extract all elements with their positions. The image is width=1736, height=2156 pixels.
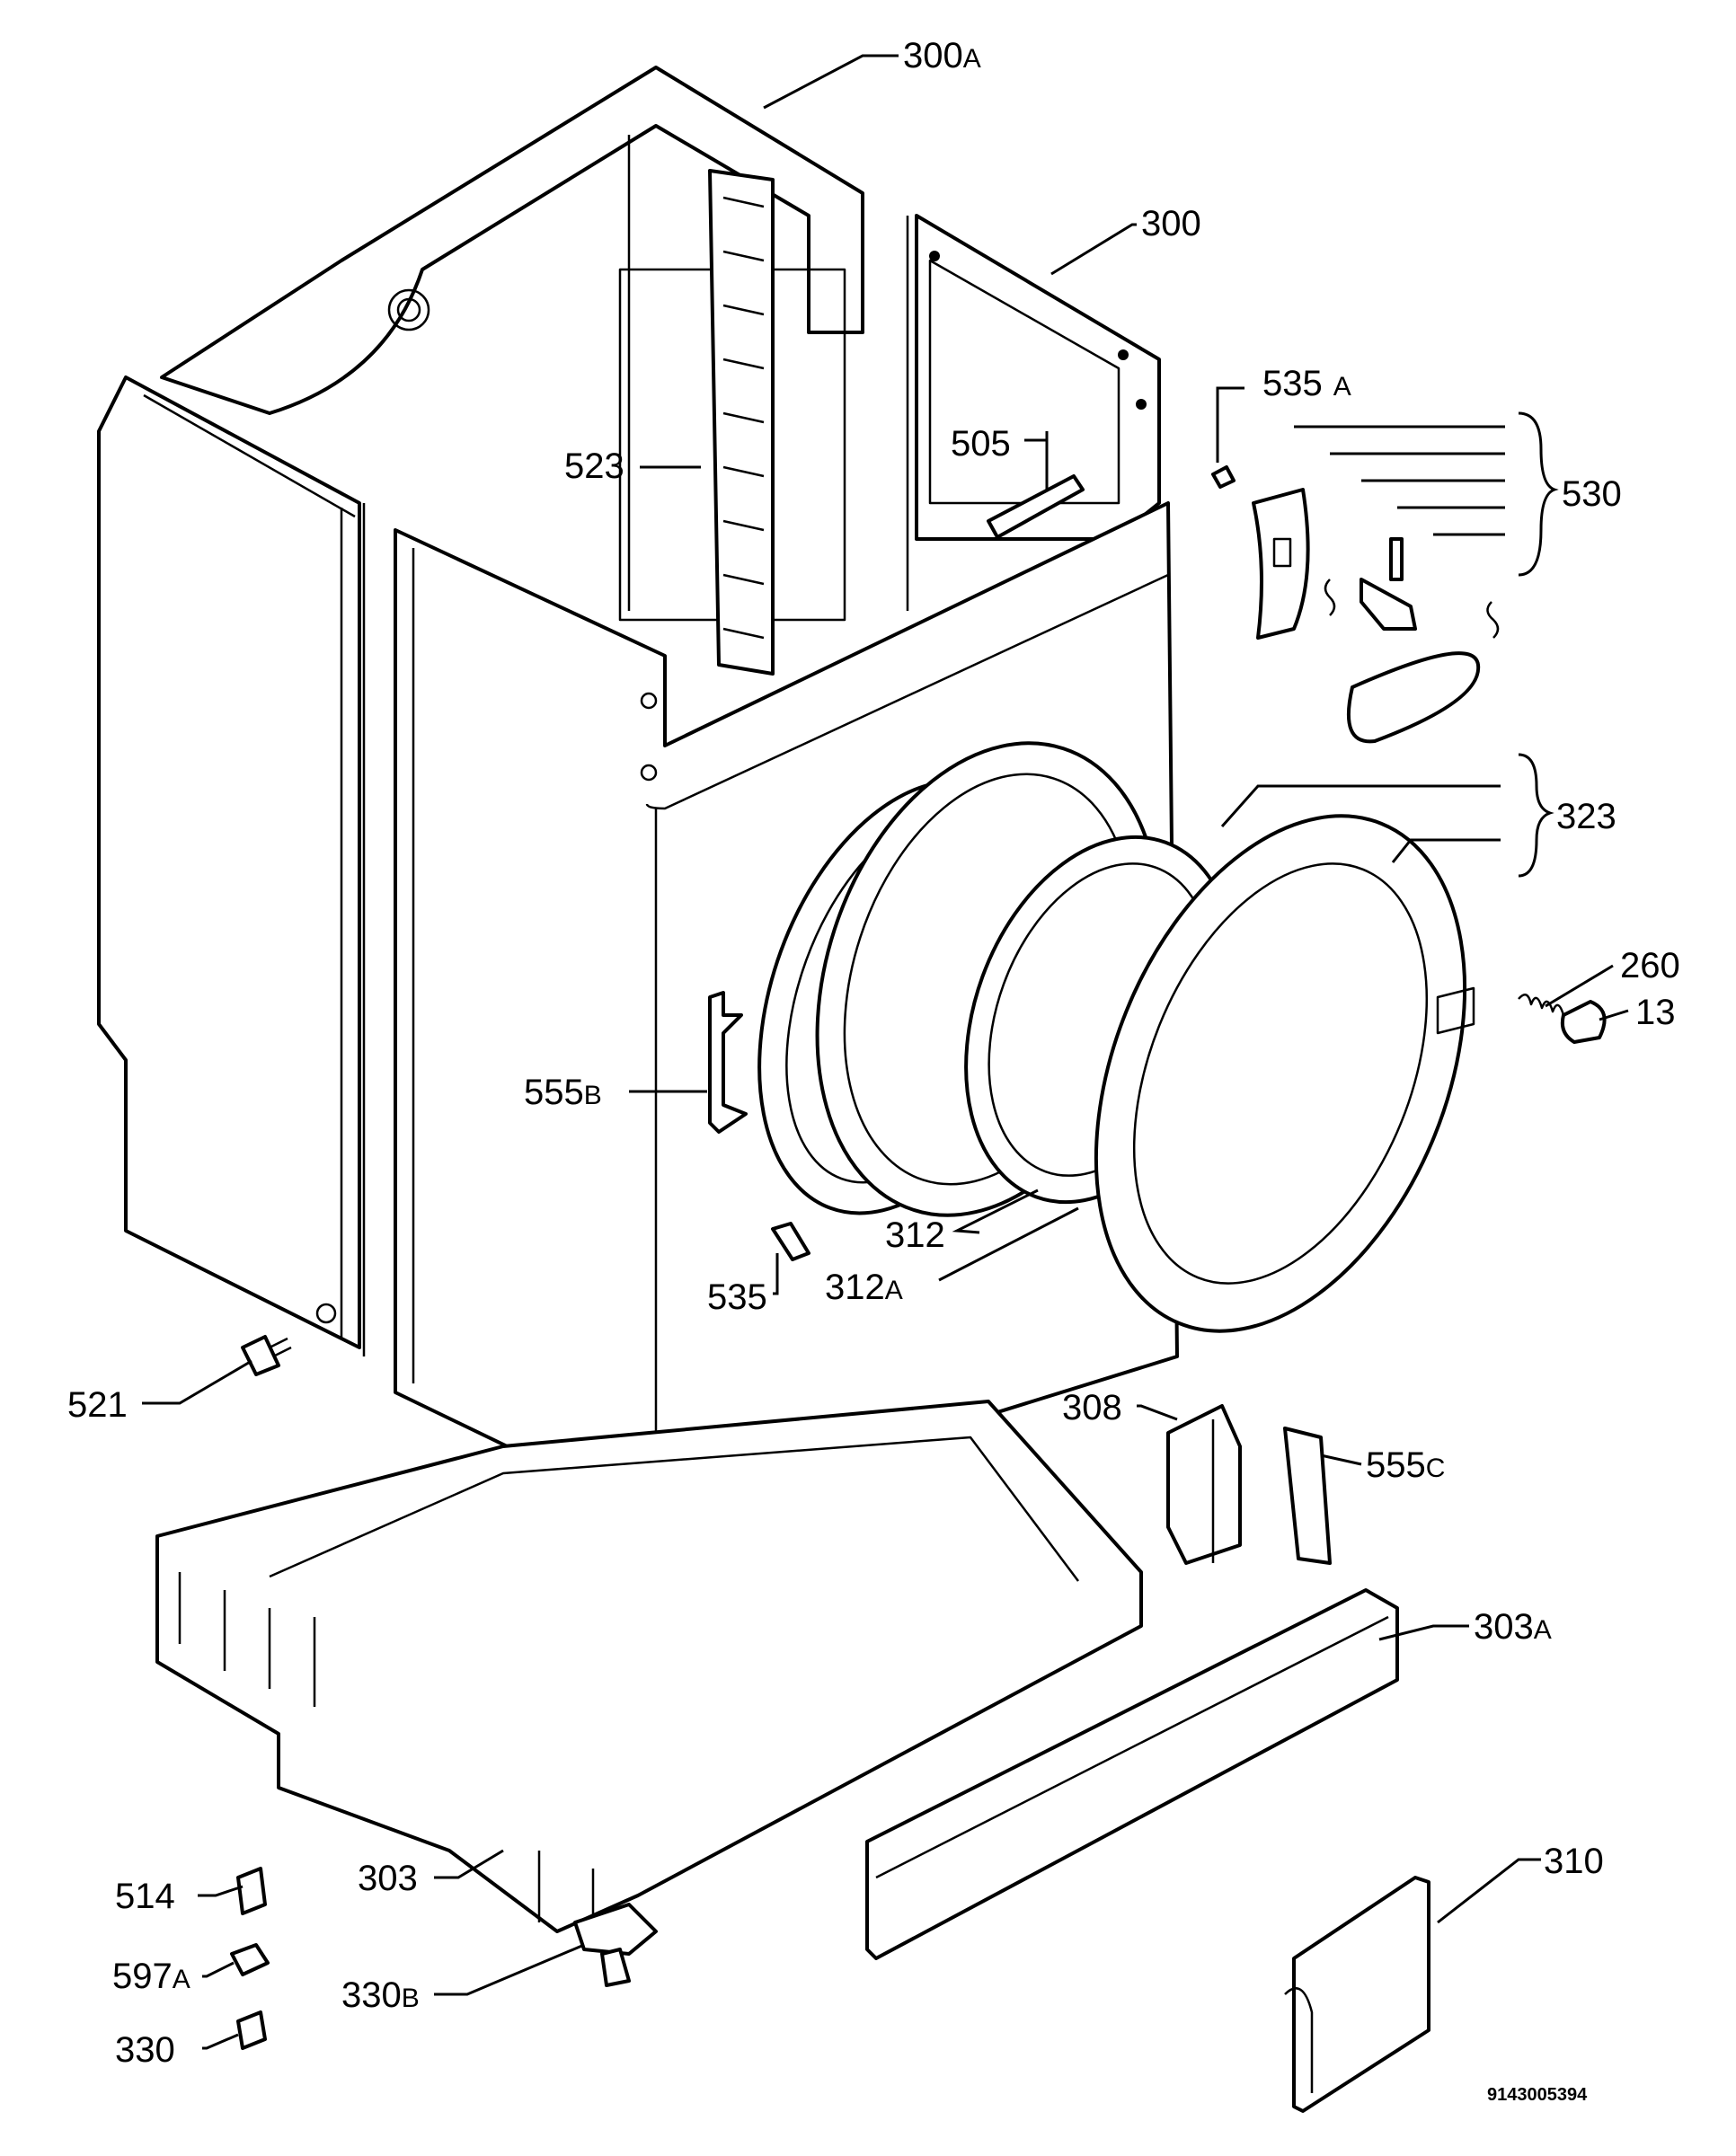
part-label-13: 13 xyxy=(1635,993,1676,1032)
part-label-312: 312 xyxy=(885,1215,945,1255)
leader-lines xyxy=(142,54,1629,2050)
kickplate-303a xyxy=(865,1588,1399,1960)
left-side-panel xyxy=(97,376,366,1356)
part-label-330b: 330B xyxy=(341,1975,420,2015)
part-label-597a: 597A xyxy=(112,1957,190,1996)
screw-521 xyxy=(241,1335,292,1376)
part-label-300a: 300A xyxy=(903,36,981,75)
hinge-308 xyxy=(1166,1404,1242,1565)
part-label-303a: 303A xyxy=(1474,1607,1552,1647)
part-label-312a: 312A xyxy=(825,1268,903,1307)
part-label-530: 530 xyxy=(1562,474,1622,514)
rear-frame-300a xyxy=(160,66,864,622)
filter-cover-310 xyxy=(1284,1876,1430,2113)
part-label-523: 523 xyxy=(564,446,624,486)
foot-330 xyxy=(236,2010,267,2050)
part-label-323: 323 xyxy=(1556,797,1616,836)
foot-514 xyxy=(236,1867,267,1915)
cable-holder-523 xyxy=(708,169,775,676)
part-label-535: 535 xyxy=(707,1277,767,1317)
part-label-505: 505 xyxy=(951,424,1011,464)
part-label-260: 260 xyxy=(1620,946,1680,985)
part-label-330: 330 xyxy=(115,2030,175,2070)
door-outer-ring xyxy=(1094,814,1475,1333)
document-code: 9143005394 xyxy=(1487,2085,1588,2105)
cover-555c xyxy=(1283,1427,1332,1565)
pin-505 xyxy=(987,474,1085,539)
cap-13 xyxy=(1560,1000,1607,1044)
part-label-303: 303 xyxy=(358,1859,418,1898)
part-label-300: 300 xyxy=(1141,204,1201,243)
spring-260 xyxy=(1518,993,1565,1016)
part-label-555c: 555C xyxy=(1366,1445,1445,1485)
door-hinge-opening-555b xyxy=(708,991,748,1134)
handle-assembly-530 xyxy=(1211,465,1500,744)
nut-597a xyxy=(230,1943,270,1976)
part-label-514: 514 xyxy=(115,1877,175,1916)
part-label-308: 308 xyxy=(1062,1388,1122,1427)
part-label-310: 310 xyxy=(1544,1842,1604,1881)
base-frame-303 xyxy=(155,1400,1143,1987)
pin-535 xyxy=(771,1222,810,1261)
part-label-555b: 555B xyxy=(524,1073,602,1112)
part-label-521: 521 xyxy=(67,1385,128,1425)
right-side-panel-300 xyxy=(906,214,1161,611)
